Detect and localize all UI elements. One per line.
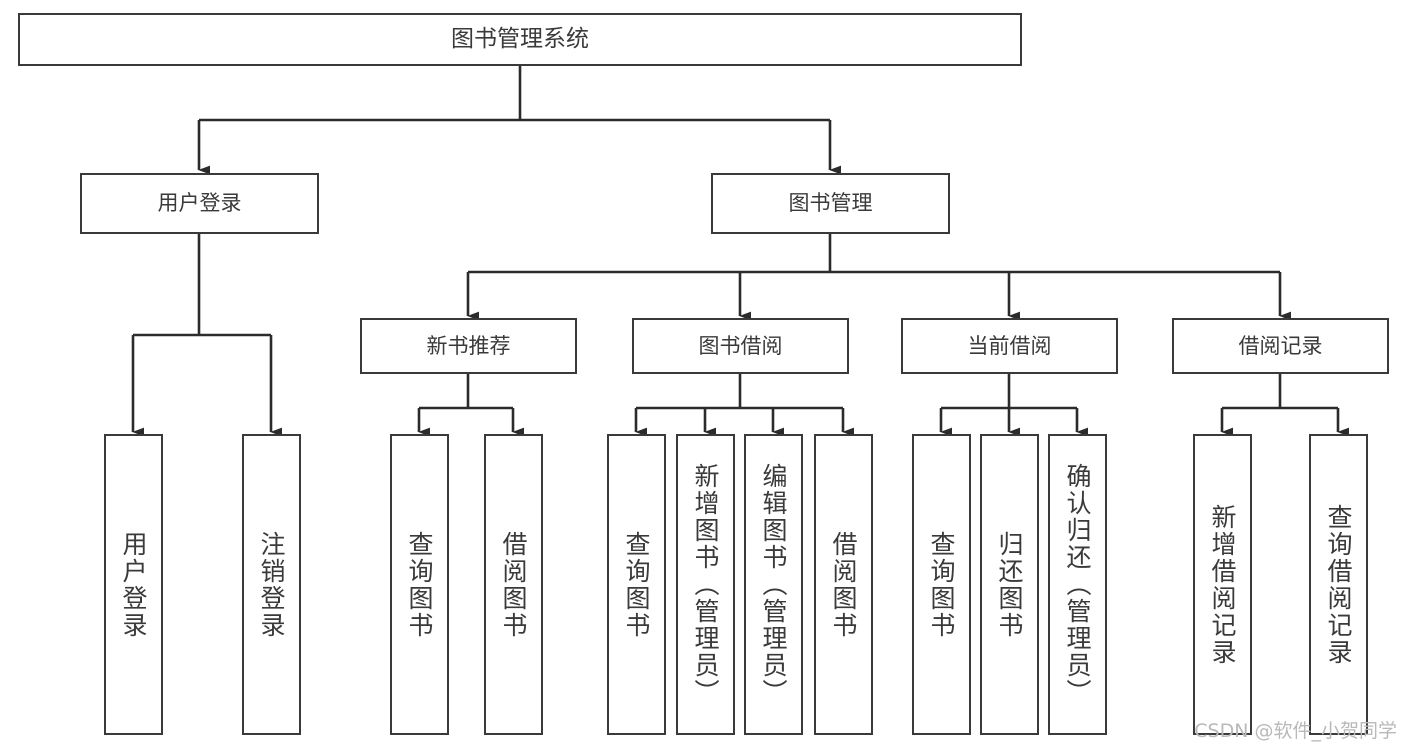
node-label: 用户登录 (119, 530, 148, 639)
node-leaf-add-record[interactable]: 新增借阅记录 (1193, 434, 1252, 735)
node-label: 查询图书 (927, 530, 956, 639)
watermark-text: CSDN @软件_小贺同学 (1194, 720, 1397, 742)
node-label: 图书管理 (788, 191, 873, 216)
node-user-login[interactable]: 用户登录 (80, 173, 319, 234)
node-root-book-management-system[interactable]: 图书管理系统 (18, 13, 1022, 66)
node-label: 查询图书 (622, 530, 651, 639)
node-label: 新增借阅记录 (1208, 503, 1237, 666)
node-label: 图书管理系统 (451, 25, 589, 52)
node-label: 新增图书（管理员） (691, 463, 720, 706)
node-leaf-confirm-return[interactable]: 确认归还（管理员） (1048, 434, 1107, 735)
node-leaf-borrow-book-1[interactable]: 借阅图书 (484, 434, 543, 735)
node-leaf-return-book[interactable]: 归还图书 (980, 434, 1039, 735)
node-label: 确认归还（管理员） (1063, 463, 1092, 706)
node-book-management[interactable]: 图书管理 (711, 173, 950, 234)
node-book-borrow[interactable]: 图书借阅 (632, 318, 849, 374)
node-current-borrow[interactable]: 当前借阅 (901, 318, 1118, 374)
node-label: 查询借阅记录 (1324, 503, 1353, 666)
node-leaf-query-book-1[interactable]: 查询图书 (390, 434, 449, 735)
node-leaf-logout-login[interactable]: 注销登录 (242, 434, 301, 735)
node-leaf-add-book[interactable]: 新增图书（管理员） (676, 434, 735, 735)
node-label: 查询图书 (405, 530, 434, 639)
node-label: 归还图书 (995, 530, 1024, 639)
node-label: 借阅图书 (499, 530, 528, 639)
node-leaf-query-book-2[interactable]: 查询图书 (607, 434, 666, 735)
node-label: 新书推荐 (426, 333, 511, 358)
node-label: 编辑图书（管理员） (759, 463, 788, 706)
node-label: 用户登录 (157, 191, 242, 216)
node-label: 图书借阅 (698, 333, 783, 358)
node-leaf-query-book-3[interactable]: 查询图书 (912, 434, 971, 735)
node-leaf-edit-book[interactable]: 编辑图书（管理员） (744, 434, 803, 735)
node-label: 当前借阅 (967, 333, 1052, 358)
node-new-book-recommend[interactable]: 新书推荐 (360, 318, 577, 374)
node-label: 借阅图书 (829, 530, 858, 639)
node-borrow-record[interactable]: 借阅记录 (1172, 318, 1389, 374)
node-leaf-borrow-book-2[interactable]: 借阅图书 (814, 434, 873, 735)
node-label: 注销登录 (257, 530, 286, 639)
node-label: 借阅记录 (1238, 333, 1323, 358)
node-leaf-query-record[interactable]: 查询借阅记录 (1309, 434, 1368, 735)
node-leaf-user-login[interactable]: 用户登录 (104, 434, 163, 735)
